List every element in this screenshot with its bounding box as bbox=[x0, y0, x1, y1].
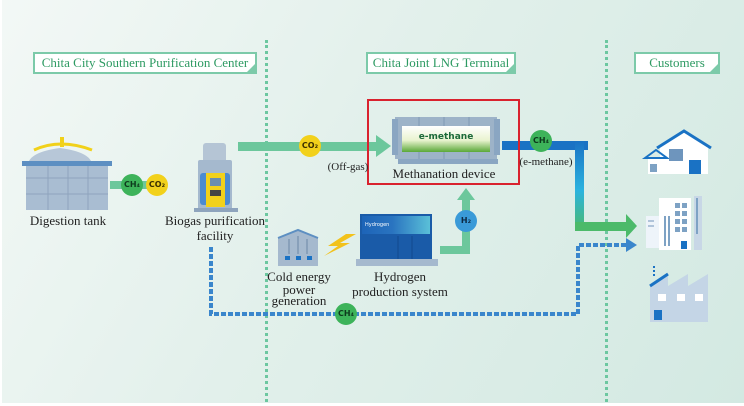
label-hydrogen-2: production system bbox=[352, 284, 448, 299]
methanation-highlight-frame bbox=[367, 99, 520, 185]
hydrogen-production-icon bbox=[356, 214, 438, 266]
section-divider-left bbox=[265, 40, 268, 402]
office-building-icon bbox=[646, 196, 702, 250]
label-biogas-facility-2: facility bbox=[196, 228, 234, 243]
section-title: Chita City Southern Purification Center bbox=[41, 55, 249, 70]
header-corner bbox=[245, 62, 257, 74]
emethane-logo-text: e-methane bbox=[418, 132, 474, 142]
label-digestion-tank: Digestion tank bbox=[29, 213, 107, 228]
ch4-badge: CH₄ bbox=[121, 174, 143, 196]
label-cold-energy-3: generation bbox=[271, 293, 327, 308]
digestion-tank-icon bbox=[22, 137, 112, 210]
factory-icon bbox=[649, 266, 708, 322]
hydrogen-screen-label: Hydrogen bbox=[365, 222, 390, 228]
section-title: Chita Joint LNG Terminal bbox=[372, 55, 510, 70]
label-methanation-device: Methanation device bbox=[392, 166, 496, 181]
label-cold-energy-1: Cold energy bbox=[267, 269, 331, 284]
section-divider-right bbox=[605, 40, 608, 402]
biogas-facility-icon bbox=[194, 143, 238, 212]
methanation-device-icon bbox=[392, 117, 500, 164]
section-header-customers: Customers bbox=[634, 52, 720, 74]
co2-offgas-badge: CO₂ bbox=[299, 135, 321, 157]
label-offgas: (Off-gas) bbox=[327, 161, 369, 173]
h2-badge: H₂ bbox=[455, 210, 477, 232]
label-cold-energy-2: power bbox=[282, 282, 316, 297]
cold-energy-plant-icon bbox=[277, 228, 319, 266]
co2-badge: CO₂ bbox=[146, 174, 168, 196]
label-hydrogen-1: Hydrogen bbox=[374, 269, 426, 284]
section-header-purification-center: Chita City Southern Purification Center bbox=[33, 52, 257, 74]
label-biogas-facility-1: Biogas purification bbox=[164, 213, 265, 228]
ch4-return-badge: CH₄ bbox=[335, 303, 357, 325]
label-emethane: (e-methane) bbox=[519, 156, 573, 168]
lightning-icon bbox=[324, 234, 356, 256]
flow-dashed-ch4-to-customers bbox=[209, 238, 637, 316]
header-corner bbox=[504, 62, 516, 74]
section-title: Customers bbox=[649, 55, 705, 70]
ch4-emethane-badge: CH₄ bbox=[530, 130, 552, 152]
header-corner bbox=[708, 62, 720, 74]
house-icon bbox=[641, 129, 712, 174]
section-header-lng-terminal: Chita Joint LNG Terminal bbox=[366, 52, 516, 74]
